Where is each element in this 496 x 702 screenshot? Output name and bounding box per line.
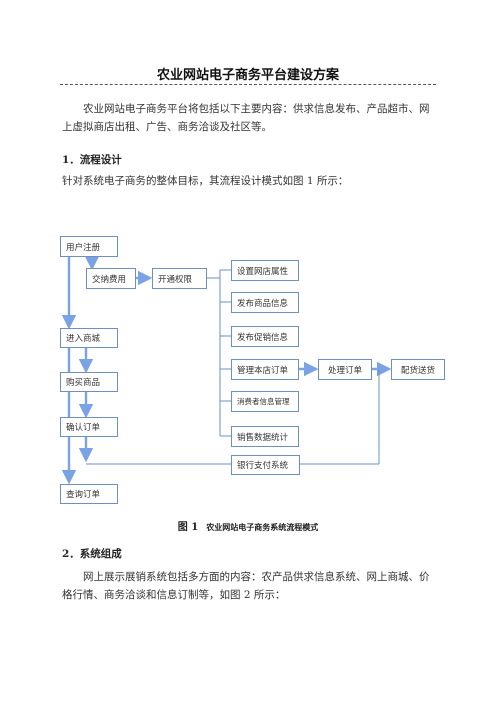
node-query-order: 查询订单 [60,484,118,504]
figure1-caption-number: 图 1 [177,522,199,533]
node-publish-product: 发布商品信息 [231,292,299,313]
section1-heading: 1．流程设计 [62,154,122,166]
node-bank-payment: 银行支付系统 [231,455,300,475]
title-divider [60,84,436,85]
node-manage-orders: 管理本店订单 [231,359,299,380]
node-pay-fee: 交纳费用 [86,268,136,289]
node-publish-promo: 发布促销信息 [231,326,299,347]
node-ship: 配货送货 [391,359,445,380]
figure1-caption: 图 1 农业网站电子商务系统流程模式 [0,518,496,533]
node-set-store: 设置网店属性 [231,260,299,281]
node-sales-stats: 销售数据统计 [231,426,299,447]
section1-text: 针对系统电子商务的整体目标，其流程设计模式如图 1 所示： [62,175,349,187]
node-confirm-order: 确认订单 [60,417,118,437]
node-buy-product: 购买商品 [60,372,118,392]
section2-heading: 2．系统组成 [62,548,122,560]
document-title: 农业网站电子商务平台建设方案 [156,68,339,83]
figure1-caption-text: 农业网站电子商务系统流程模式 [206,522,319,532]
node-enter-mall: 进入商城 [60,328,118,348]
node-user-register: 用户注册 [60,236,118,257]
intro-paragraph: 农业网站电子商务平台将包括以下主要内容：供求信息发布、产品超市、网上虚拟商店出租… [62,103,430,133]
section2-text: 网上展示展销系统包括多方面的内容：农产品供求信息系统、网上商城、价格行情、商务洽… [62,571,430,601]
node-open-permission: 开通权限 [152,268,207,289]
node-consumer-mgmt: 消费者信息管理 [231,391,299,412]
node-process-order: 处理订单 [318,359,372,380]
